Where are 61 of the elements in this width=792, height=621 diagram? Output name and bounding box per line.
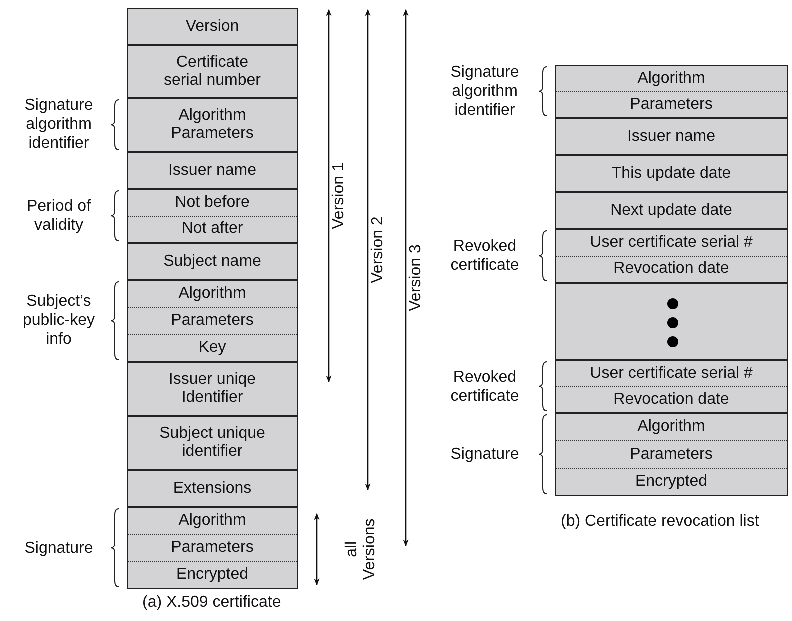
field-box [555,65,788,118]
field-box [127,416,298,470]
field-box [127,45,298,98]
side-label: Signature [450,445,520,464]
field-label: Parameters [171,312,254,330]
field-label: User certificate serial # [590,234,753,252]
version-label: Version 3 [406,244,425,312]
field-label: Algorithm [178,512,246,530]
side-label: Period of validity [26,197,92,236]
side-label: Revoked certificate [450,237,520,276]
field-box [555,155,788,192]
field-label: Encrypted [635,473,708,491]
field-label: Parameters [171,539,254,557]
field-box [127,280,298,362]
field-label: This update date [612,164,732,182]
field-label: Subject name [164,252,262,270]
field-box [555,413,788,496]
side-label: Revoked certificate [450,368,520,406]
field-label: Issuer name [627,128,716,146]
field-label: Algorithm [638,418,706,436]
field-label: Key [198,339,226,357]
field-label: Not before [175,194,250,212]
version-label: Version 2 [368,216,387,284]
field-box [127,507,298,589]
side-label: Signature [24,538,94,558]
field-label: Algorithm Parameters [170,107,255,143]
field-label: Encrypted [176,566,249,584]
figure-caption: (b) Certificate revocation list [561,513,760,531]
field-box [127,362,298,416]
side-label: Signature algorithm identifier [24,96,94,154]
field-label: Version [186,18,240,36]
field-box [555,192,788,229]
version-label: all Versions [344,518,380,582]
field-label: Parameters [630,96,713,114]
field-box [555,360,788,413]
field-label: Extensions [173,480,252,498]
field-label: Parameters [630,446,713,464]
field-label: Issuer uniqe Identifier [168,371,258,407]
field-box [555,229,788,283]
field-label: Revocation date [614,390,730,408]
field-label: Certificate serial number [163,54,262,90]
field-label: Algorithm [638,70,706,88]
field-box [555,118,788,155]
field-label: Revocation date [614,260,730,278]
field-label: Next update date [610,202,732,220]
field-label: Not after [182,220,244,238]
version-label: Version 1 [330,162,348,230]
field-box [127,243,298,280]
figure-caption: (a) X.509 certificate [142,594,282,612]
field-label: Algorithm [178,285,246,303]
field-label: Subject unique identifier [158,425,266,461]
field-box [555,283,788,360]
field-box [127,152,298,189]
field-box [127,98,298,152]
side-label: Signature algorithm identifier [450,62,520,120]
field-box [127,470,298,507]
field-label: Issuer name [168,162,257,180]
side-label: Subject’s public-key info [22,292,96,350]
field-box [127,189,298,243]
field-box [127,8,298,45]
field-label: User certificate serial # [590,364,753,382]
